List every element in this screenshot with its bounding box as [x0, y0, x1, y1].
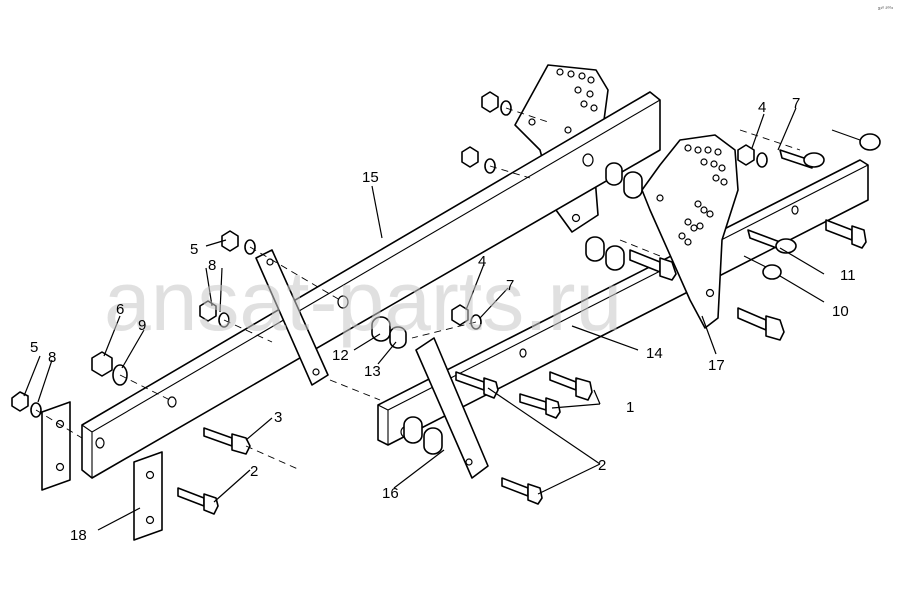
bar-15 [81, 91, 661, 479]
plate-18-right [133, 451, 163, 541]
callout-11: 11 [840, 267, 856, 284]
callout-1: 1 [626, 399, 634, 416]
callout-4-right: 4 [758, 99, 766, 116]
callout-8-mid: 8 [208, 257, 216, 274]
spacer-bushings-upper [585, 162, 643, 271]
callout-2-left: 2 [250, 463, 258, 480]
callout-7-right: 7 [792, 95, 800, 112]
assembly-dash-lines [35, 107, 801, 471]
strap-16 [415, 337, 489, 479]
callout-18: 18 [70, 527, 87, 544]
callout-5-left: 5 [30, 339, 38, 356]
spacer-bushings-12-13 [371, 316, 407, 349]
callout-8-left: 8 [48, 349, 56, 366]
small-strap-upper [255, 249, 329, 386]
pins-and-clips [743, 129, 881, 280]
callout-4-mid: 4 [478, 253, 486, 270]
callout-17: 17 [708, 357, 725, 374]
nut-washer-set-top [461, 91, 768, 174]
callout-labels: 1 2 2 3 4 4 5 5 6 7 7 8 8 9 10 11 12 13 … [30, 95, 856, 544]
spacer-bushings-lower [403, 416, 443, 455]
callout-2-right: 2 [598, 457, 606, 474]
callout-5-mid: 5 [190, 241, 198, 258]
callout-6: 6 [116, 301, 124, 318]
callout-14: 14 [646, 345, 663, 362]
callout-9: 9 [138, 317, 146, 334]
callout-15: 15 [362, 169, 379, 186]
plate-18-left [41, 401, 71, 491]
callout-13: 13 [364, 363, 381, 380]
callout-16: 16 [382, 485, 399, 502]
callout-10: 10 [832, 303, 849, 320]
bolts [177, 219, 867, 515]
front-bracket-plate [641, 134, 739, 329]
callout-3: 3 [274, 409, 282, 426]
callout-7-mid: 7 [506, 277, 514, 294]
watermark: ansat-parts.ru [104, 254, 622, 348]
page-code: s¹⁰ ²⁰⁰⁶ [878, 6, 893, 12]
callout-12: 12 [332, 347, 349, 364]
leader-lines [23, 107, 825, 531]
